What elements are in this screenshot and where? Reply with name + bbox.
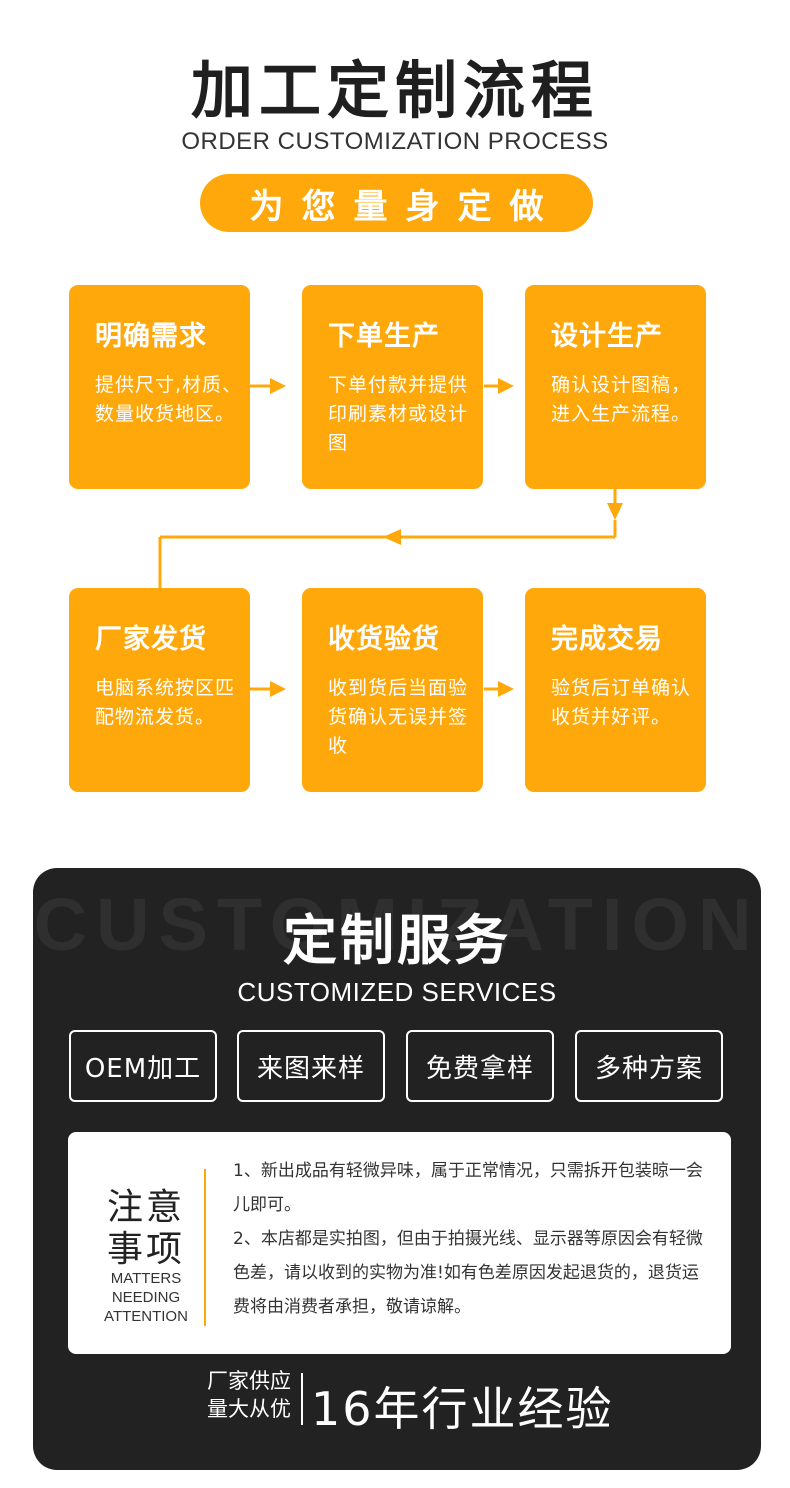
notice-heading: 注意 — [106, 1187, 185, 1228]
notice-item: 2、本店都是实拍图，但由于拍摄光线、显示器等原因会有轻微色差，请以收到的实物为准… — [233, 1229, 703, 1317]
step-title: 收货验货 — [328, 624, 440, 655]
service-button-oem[interactable]: OEM加工 — [69, 1030, 217, 1102]
tagline-text: 为您量身定做 — [249, 186, 562, 227]
arrow-right-icon — [484, 378, 514, 394]
notice-divider — [204, 1169, 206, 1326]
step-description: 下单付款并提供印刷素材或设计图 — [328, 374, 469, 454]
page-title: 加工定制流程 — [190, 54, 599, 127]
step-title: 完成交易 — [551, 624, 663, 655]
step-box-inspection: 收货验货 收到货后当面验货确认无误并签收 — [302, 588, 483, 792]
step-box-complete: 完成交易 验货后订单确认收货并好评。 — [525, 588, 706, 792]
footer-tagline-small: 厂家供应 量大从优 — [181, 1367, 291, 1423]
step-box-order: 下单生产 下单付款并提供印刷素材或设计图 — [302, 285, 483, 489]
notice-heading-en-line: NEEDING — [111, 1289, 181, 1306]
background-watermark-word: CUSTOMIZATION — [33, 883, 761, 966]
arrow-down-icon — [607, 489, 623, 520]
services-subtitle: CUSTOMIZED SERVICES — [237, 977, 557, 1007]
footer-experience-claim: 16年行业经验 — [311, 1382, 614, 1436]
step-box-design: 设计生产 确认设计图稿，进入生产流程。 — [525, 285, 706, 489]
service-button-custom-sample[interactable]: 来图来样 — [237, 1030, 385, 1102]
step-description: 提供尺寸,材质、数量收货地区。 — [95, 374, 243, 425]
services-panel: CUSTOMIZATION 定制服务 CUSTOMIZED SERVICES O… — [33, 868, 761, 1470]
footer-small-line: 量大从优 — [207, 1397, 291, 1421]
arrow-right-icon — [250, 681, 286, 697]
notice-heading-english: MATTERS NEEDING ATTENTION — [86, 1269, 206, 1326]
notice-card: 注意 事项 MATTERS NEEDING ATTENTION 1、新出成品有轻… — [68, 1132, 731, 1354]
service-button-solutions[interactable]: 多种方案 — [575, 1030, 723, 1102]
footer-small-line: 厂家供应 — [207, 1369, 291, 1393]
step-box-requirements: 明确需求 提供尺寸,材质、数量收货地区。 — [69, 285, 250, 489]
process-flow-connectors — [158, 378, 623, 697]
footer-divider — [301, 1373, 303, 1425]
services-title: 定制服务 — [283, 909, 511, 972]
step-description: 确认设计图稿，进入生产流程。 — [551, 374, 692, 425]
step-description: 电脑系统按区匹配物流发货。 — [95, 677, 236, 728]
notice-item: 1、新出成品有轻微异味，属于正常情况，只需拆开包装晾一会儿即可。 — [233, 1161, 703, 1215]
tagline-pill: 为您量身定做 — [200, 174, 593, 232]
step-title: 设计生产 — [551, 321, 663, 352]
step-box-shipping: 厂家发货 电脑系统按区匹配物流发货。 — [69, 588, 250, 792]
notice-heading-en-line: MATTERS — [110, 1270, 182, 1287]
step-description: 收到货后当面验货确认无误并签收 — [328, 677, 469, 757]
notice-heading-en-line: ATTENTION — [104, 1308, 188, 1325]
notice-heading: 事项 — [106, 1229, 185, 1270]
step-description: 验货后订单确认收货并好评。 — [551, 677, 692, 728]
step-title: 下单生产 — [328, 321, 440, 352]
step-title: 厂家发货 — [95, 624, 207, 655]
page-subtitle: ORDER CUSTOMIZATION PROCESS — [181, 128, 609, 155]
arrow-right-icon — [484, 681, 514, 697]
service-button-free-sample[interactable]: 免费拿样 — [406, 1030, 554, 1102]
arrow-right-icon — [250, 378, 286, 394]
step-title: 明确需求 — [95, 321, 207, 352]
notice-body: 1、新出成品有轻微异味，属于正常情况，只需拆开包装晾一会儿即可。 2、本店都是实… — [233, 1154, 713, 1324]
return-connector — [158, 520, 617, 588]
